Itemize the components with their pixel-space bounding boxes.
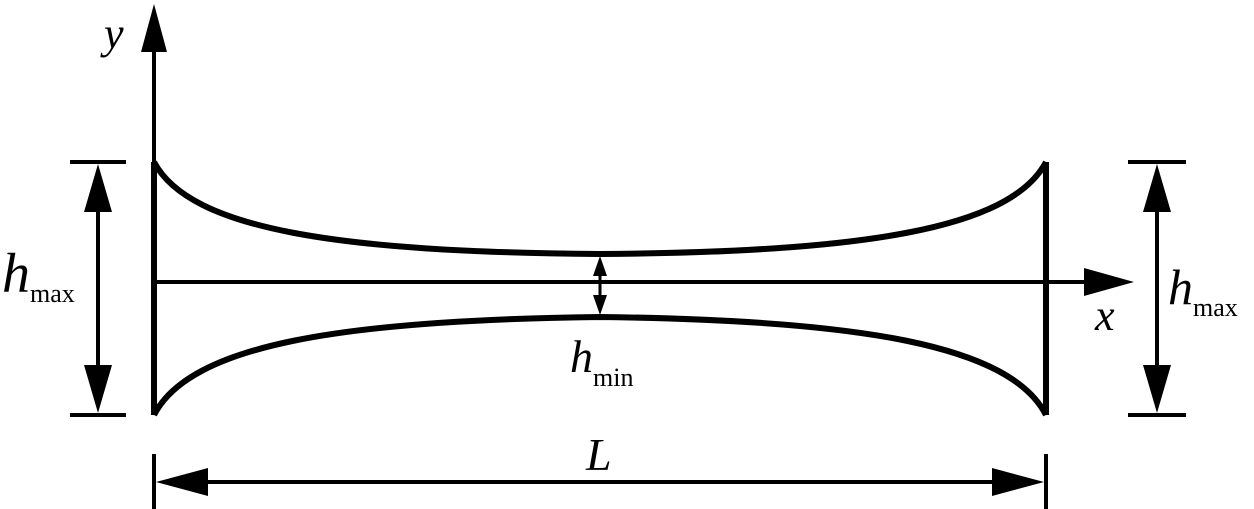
hmin-symbol: h	[570, 331, 593, 382]
hmin-arrow-down	[593, 295, 607, 315]
hmax-left-subscript: max	[30, 279, 75, 308]
hmax-right-label: hmax	[1168, 259, 1238, 322]
x-axis-arrowhead	[1084, 268, 1134, 296]
hmin-subscript: min	[593, 363, 633, 392]
y-axis-label: y	[100, 9, 124, 58]
hmax-right-subscript: max	[1193, 293, 1238, 322]
hmax-right-arrow-up	[1143, 164, 1171, 212]
hmin-arrow-up	[593, 256, 607, 276]
beam-upper-profile	[151, 160, 1049, 258]
length-arrow-right	[992, 468, 1044, 496]
length-arrow-left	[156, 468, 208, 496]
length-label: L	[585, 429, 612, 480]
y-axis-arrowhead	[141, 4, 167, 52]
beam-lower-profile	[151, 313, 1049, 417]
hmax-left-arrow-up	[84, 164, 112, 212]
hmax-right-symbol: h	[1168, 259, 1193, 315]
hmin-label: hmin	[570, 331, 633, 392]
hmax-left-arrow-down	[84, 365, 112, 413]
hmax-left-symbol: h	[2, 243, 30, 305]
x-axis-label: x	[1094, 291, 1115, 340]
hmax-right-arrow-down	[1143, 365, 1171, 413]
hmax-left-label: hmax	[2, 243, 75, 308]
